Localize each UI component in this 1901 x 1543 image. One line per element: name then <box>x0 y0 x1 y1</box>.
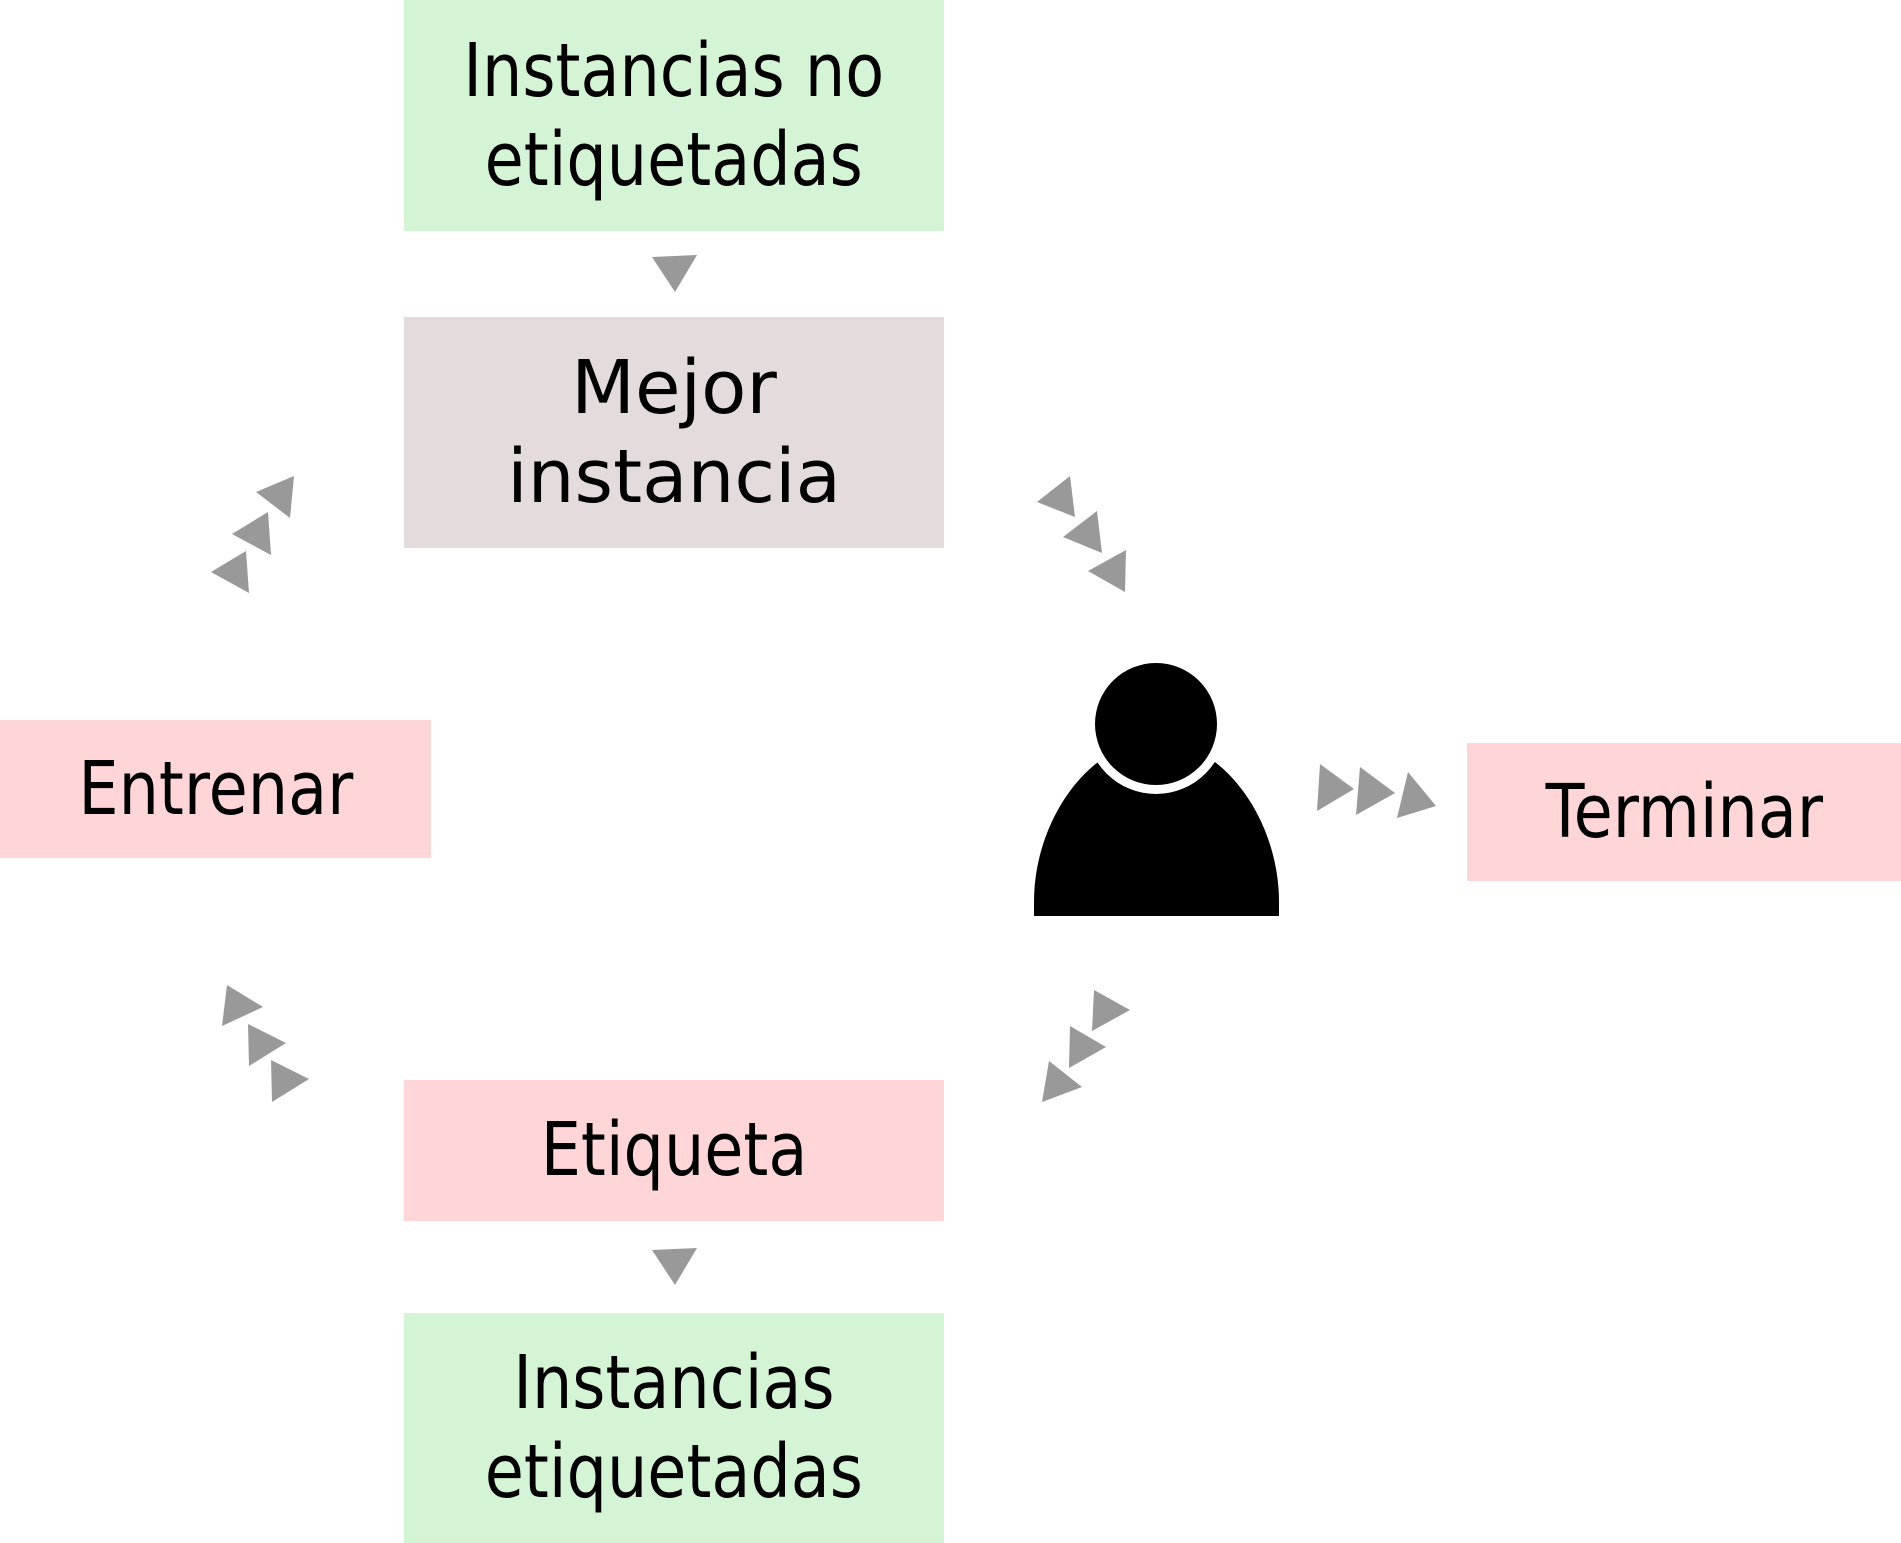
triangle-arrow-icon <box>1317 764 1354 811</box>
person-head <box>1095 663 1217 785</box>
triangle-arrow-icon <box>232 512 271 555</box>
triangle-arrow-icon <box>1088 550 1126 592</box>
triangle-arrow-icon <box>211 551 249 593</box>
node-labeled-instances: Instancias etiquetadas <box>404 1313 944 1543</box>
triangle-arrow-icon <box>248 1024 286 1066</box>
triangle-arrow-icon <box>1356 767 1395 815</box>
triangle-arrow-icon <box>1063 511 1102 553</box>
node-train-label: Entrenar <box>78 745 353 832</box>
person-body <box>1034 747 1279 916</box>
node-unlabeled-instances: Instancias no etiquetadas <box>404 0 944 231</box>
triangle-arrow-icon <box>256 476 294 518</box>
node-best-instance: Mejor instancia <box>404 317 944 548</box>
node-unlabeled-line2: etiquetadas <box>484 116 864 203</box>
node-label-label: Etiqueta <box>540 1107 808 1194</box>
triangle-arrow-icon <box>1397 772 1436 818</box>
node-labeled-line1: Instancias <box>513 1340 835 1427</box>
triangle-arrow-icon <box>1037 476 1075 517</box>
node-finish: Terminar <box>1467 743 1901 881</box>
node-unlabeled-line1: Instancias no <box>463 27 885 114</box>
node-finish-label: Terminar <box>1545 768 1823 855</box>
triangle-arrow-icon <box>1092 990 1130 1031</box>
triangle-arrow-icon <box>652 255 697 292</box>
triangle-arrow-icon <box>1069 1026 1106 1068</box>
triangle-arrow-icon <box>271 1060 309 1102</box>
node-best-line1: Mejor <box>571 344 777 431</box>
node-labeled-line2: etiquetadas <box>484 1429 864 1515</box>
triangle-arrow-icon <box>222 985 263 1026</box>
triangle-arrow-icon <box>652 1248 697 1285</box>
person-icon <box>1034 662 1279 916</box>
node-train: Entrenar <box>0 720 431 858</box>
node-label: Etiqueta <box>404 1080 944 1221</box>
node-best-line2: instancia <box>507 433 841 520</box>
triangle-arrow-icon <box>1042 1061 1082 1102</box>
